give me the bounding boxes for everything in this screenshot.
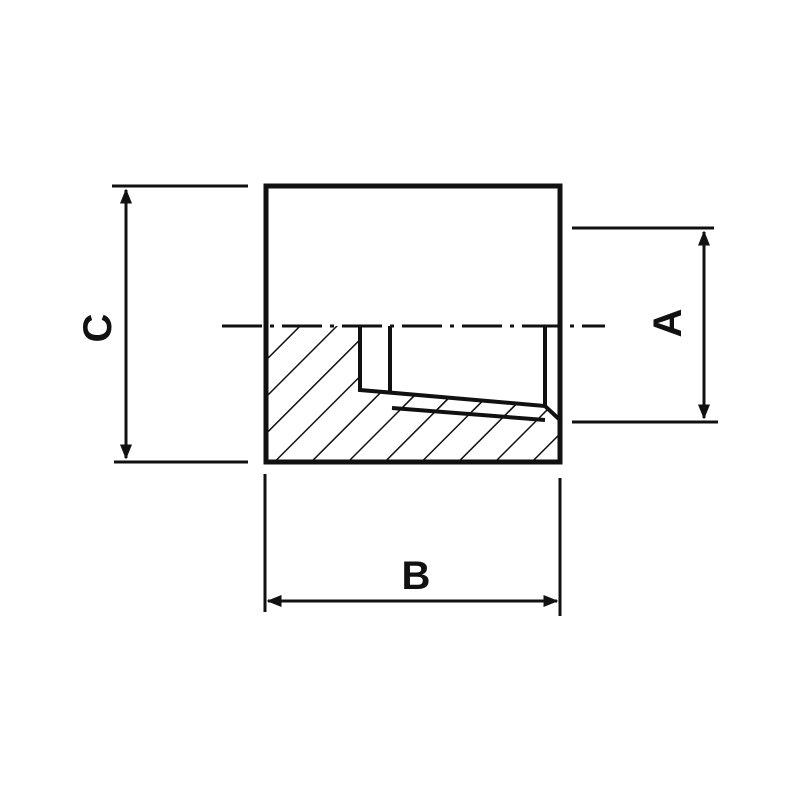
inner-cavity-outline xyxy=(358,326,562,422)
dimension-c xyxy=(112,184,248,464)
dimension-label-c: C xyxy=(76,313,120,343)
dimension-b xyxy=(263,474,562,616)
dimension-a xyxy=(572,226,718,424)
body-outline xyxy=(263,183,563,465)
dimension-label-b: B xyxy=(401,554,431,598)
hatched-section xyxy=(266,326,560,462)
dimension-label-a: A xyxy=(646,308,690,338)
